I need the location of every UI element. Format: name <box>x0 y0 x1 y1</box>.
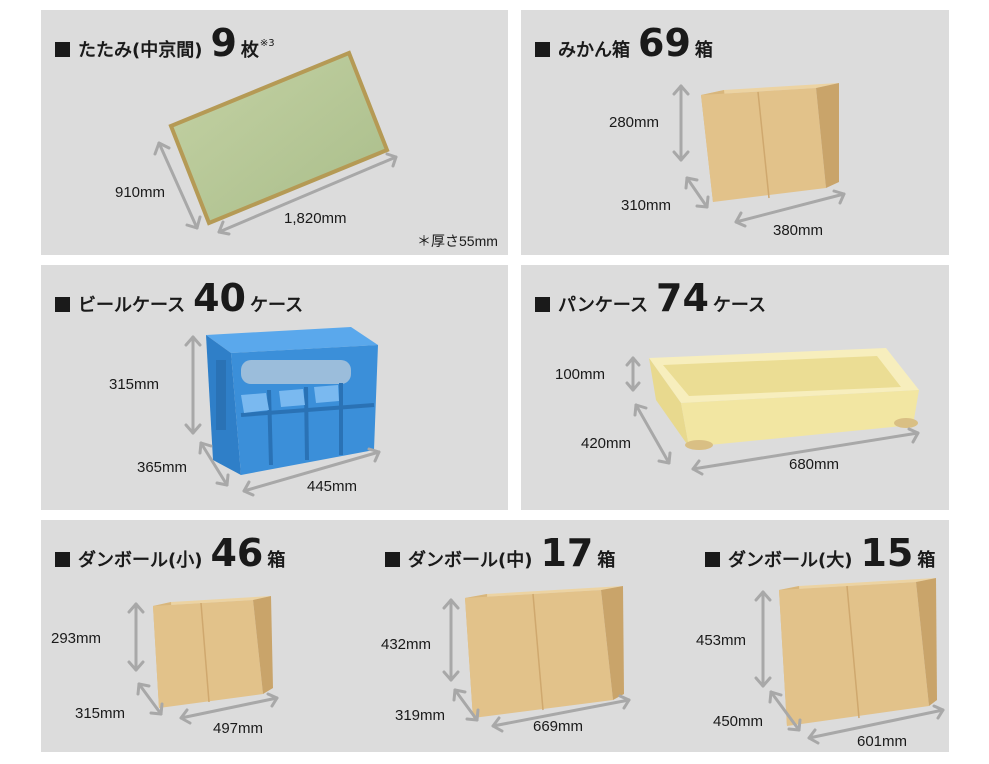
item-name: ビールケース <box>78 295 186 316</box>
square-bullet-icon <box>385 552 400 567</box>
square-bullet-icon <box>55 552 70 567</box>
item-count: 9 <box>210 21 237 65</box>
large-height-arrow-icon <box>754 590 772 688</box>
beer-crate <box>206 327 378 475</box>
item-unit: 箱 <box>267 550 286 571</box>
box-medium-title: ダンボール(中) 17 箱 <box>385 534 615 572</box>
mikan-box-illustration <box>672 83 846 228</box>
medium-height-arrow-icon <box>442 598 460 682</box>
length-arrow-icon <box>217 152 398 236</box>
mikan-box-card: みかん箱 69 箱 280mm 310mm 380mm <box>521 10 949 255</box>
medium-height-label: 432mm <box>381 636 432 653</box>
small-width-label: 497mm <box>213 720 264 737</box>
beer-case-illustration <box>184 327 381 497</box>
item-unit: ケース <box>250 295 304 316</box>
width-label: 680mm <box>789 456 840 473</box>
item-count: 17 <box>540 531 594 575</box>
box-small-title: ダンボール(小) 46 箱 <box>55 534 285 572</box>
medium-depth-label: 319mm <box>395 707 446 724</box>
large-depth-arrow-icon <box>768 690 802 732</box>
square-bullet-icon <box>705 552 720 567</box>
bread-case-illustration <box>625 348 920 476</box>
beer-case-card: ビールケース 40 ケース <box>41 265 508 510</box>
depth-arrow-icon <box>684 176 710 209</box>
width-label: 380mm <box>773 222 824 239</box>
small-width-arrow-icon <box>179 692 279 725</box>
depth-label: 420mm <box>581 435 632 452</box>
item-unit: 箱 <box>597 550 616 571</box>
tatami-mat <box>168 50 390 226</box>
bread-case-card: パンケース 74 ケース 100mm 420mm 680mm <box>521 265 949 510</box>
bread-tray <box>649 348 919 450</box>
thickness-note: ＊厚さ55mm <box>417 233 498 249</box>
item-name: パンケース <box>558 295 648 316</box>
medium-width-label: 669mm <box>533 718 584 735</box>
medium-depth-arrow-icon <box>452 688 480 722</box>
item-count: 74 <box>656 276 709 320</box>
small-depth-arrow-icon <box>136 682 164 716</box>
height-arrow-icon <box>184 335 202 435</box>
large-cardboard-box <box>779 578 937 726</box>
beer-title: ビールケース 40 ケース <box>55 279 303 317</box>
length-label: 1,820mm <box>284 210 347 227</box>
width-arrow-icon <box>242 447 381 497</box>
tatami-illustration <box>153 50 398 236</box>
item-name: たたみ(中京間) <box>78 40 203 61</box>
width-label: 910mm <box>115 184 166 201</box>
width-arrow-icon <box>734 189 846 228</box>
small-cardboard-box <box>153 596 273 708</box>
medium-cardboard-box <box>465 586 624 718</box>
footnote-mark: ※3 <box>259 38 275 49</box>
item-unit: 箱 <box>694 40 713 61</box>
item-count: 69 <box>638 21 691 65</box>
cardboard-box-card: ダンボール(小) 46 箱 ダンボール(中) 17 箱 ダンボール(大) 15 … <box>41 520 949 752</box>
cardboard-illustrations <box>127 578 945 745</box>
large-width-label: 601mm <box>857 733 908 750</box>
item-name: ダンボール(中) <box>408 550 533 571</box>
height-label: 315mm <box>109 376 160 393</box>
height-arrow-icon <box>625 356 641 392</box>
height-label: 100mm <box>555 366 606 383</box>
large-height-label: 453mm <box>696 632 747 649</box>
large-depth-label: 450mm <box>713 713 764 730</box>
depth-label: 310mm <box>621 197 672 214</box>
small-depth-label: 315mm <box>75 705 126 722</box>
item-count: 15 <box>860 531 914 575</box>
box-large-title: ダンボール(大) 15 箱 <box>705 534 935 572</box>
height-label: 280mm <box>609 114 660 131</box>
item-count: 40 <box>193 276 246 320</box>
width-label: 445mm <box>307 478 358 495</box>
tatami-card: たたみ(中京間) 9 枚 ※3 910mm 1,820mm ＊厚さ55mm <box>41 10 508 255</box>
item-unit: 枚 <box>240 40 259 61</box>
medium-width-arrow-icon <box>491 694 631 733</box>
tatami-title: たたみ(中京間) 9 枚 ※3 <box>55 24 275 62</box>
depth-label: 365mm <box>137 459 188 476</box>
small-height-label: 293mm <box>51 630 102 647</box>
square-bullet-icon <box>535 42 550 57</box>
bread-title: パンケース 74 ケース <box>535 279 766 317</box>
depth-arrow-icon <box>198 441 230 487</box>
item-unit: ケース <box>712 295 766 316</box>
item-unit: 箱 <box>917 550 936 571</box>
large-width-arrow-icon <box>807 704 945 745</box>
mikan-title: みかん箱 69 箱 <box>535 24 713 62</box>
item-name: ダンボール(大) <box>728 550 853 571</box>
square-bullet-icon <box>55 297 70 312</box>
square-bullet-icon <box>535 297 550 312</box>
height-arrow-icon <box>672 84 690 162</box>
depth-arrow-icon <box>633 403 672 465</box>
item-name: ダンボール(小) <box>78 550 203 571</box>
item-count: 46 <box>210 531 264 575</box>
cardboard-box <box>701 83 839 202</box>
item-name: みかん箱 <box>558 40 630 61</box>
small-height-arrow-icon <box>127 602 145 672</box>
width-arrow-icon <box>691 427 920 476</box>
width-arrow-icon <box>153 141 202 230</box>
square-bullet-icon <box>55 42 70 57</box>
